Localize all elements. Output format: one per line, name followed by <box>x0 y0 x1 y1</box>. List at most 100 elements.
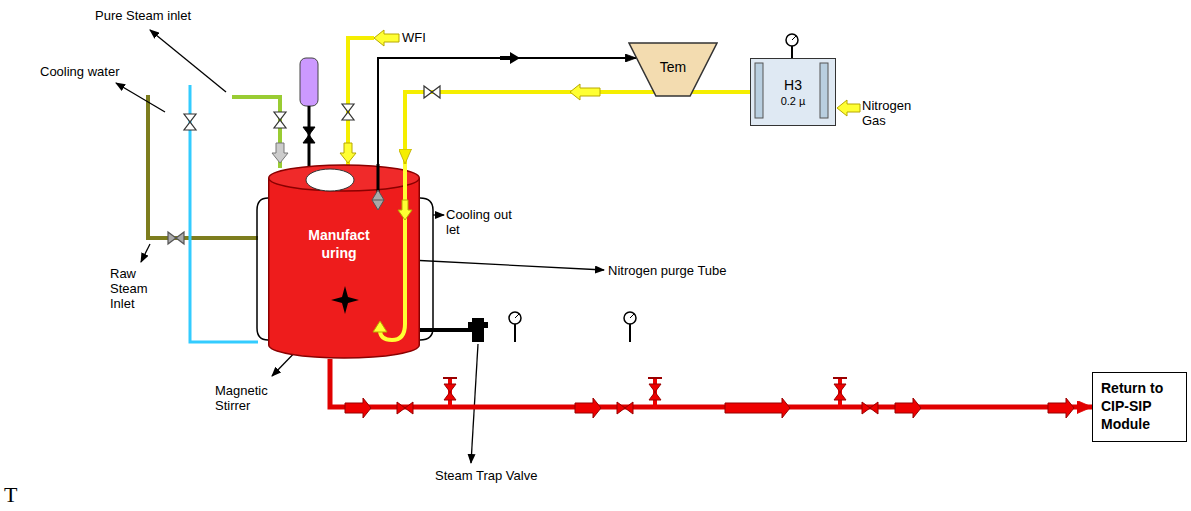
flow-arrow-part <box>500 52 520 64</box>
pressure-gauge-part <box>515 314 519 318</box>
raw-steam-pipe-part <box>148 95 258 238</box>
manufacturing-vessel-outline-part <box>373 321 387 332</box>
red-flow-arrow-part <box>1048 398 1074 418</box>
vessel-jacket-part <box>257 198 268 340</box>
drain-branch-part <box>444 384 456 400</box>
wfi-pipe-part <box>374 30 399 46</box>
flow-arrow-part <box>340 143 356 163</box>
pressure-gauge-part <box>629 324 631 342</box>
manufacturing-vessel-outline-part <box>331 286 359 314</box>
part-label: Steam Trap Valve <box>435 468 537 483</box>
drain-branch-part <box>648 377 662 379</box>
return-pipe <box>330 359 1092 407</box>
manufacturing-vessel-outline-part <box>269 178 420 358</box>
valve-symbol-part <box>184 114 196 130</box>
raw-steam-pipe <box>148 95 258 238</box>
manufacturing-vessel: Manufact uring <box>268 164 420 359</box>
inlet-label-text: Cooling water <box>40 64 120 79</box>
valve-symbol-part <box>303 127 315 143</box>
filter-housing-outline-part <box>755 63 763 118</box>
drain-branch-part <box>649 384 661 400</box>
inlet-label: WFI <box>402 30 426 45</box>
inlet-label: Nitrogen Gas <box>862 98 924 128</box>
red-flow-arrow <box>345 398 1074 418</box>
valve-symbol-part <box>168 232 184 244</box>
pressure-gauge-part <box>786 34 798 46</box>
tank-label: Tem <box>660 59 686 76</box>
steam-trap-part <box>420 328 474 332</box>
part-label-text: Steam Trap Valve <box>435 468 537 483</box>
page-fragment-text: T <box>4 484 17 506</box>
pure-steam-pipe-part <box>232 97 280 168</box>
leader-line-part <box>471 344 478 463</box>
vent-line <box>378 58 636 164</box>
cooling-water-pipe-part <box>190 85 258 342</box>
manufacturing-vessel-outline-part <box>372 200 384 201</box>
outlet-label-text: Cooling out let <box>446 207 521 237</box>
stirrer-drive <box>300 58 318 168</box>
red-valve-symbol-part <box>617 402 633 414</box>
red-flow-arrow-part <box>725 398 790 418</box>
vessel-jacket-part <box>420 198 433 340</box>
filter-housing: H30.2 µ <box>750 58 836 126</box>
leader-line-part <box>410 260 604 270</box>
tank-trapezoid-outline-part <box>629 43 717 96</box>
wfi-pipe <box>348 30 399 168</box>
leader-line-part <box>116 83 165 112</box>
inlet-label-text: WFI <box>402 30 426 45</box>
leader-line <box>116 30 604 463</box>
inlet-label: Pure Steam inlet <box>95 8 191 23</box>
steam-trap-part <box>468 322 488 328</box>
manufacturing-vessel-outline-part <box>269 165 420 191</box>
inlet-label: Raw Steam Inlet <box>110 266 155 311</box>
valve-symbol-part <box>274 112 286 128</box>
return-box: Return to CIP-SIP Module <box>1092 372 1187 442</box>
red-flow-arrow-part <box>345 398 371 418</box>
red-valve-symbol-part <box>862 402 878 414</box>
flow-arrow-part <box>570 84 600 100</box>
drain-branch-part <box>443 377 457 379</box>
pressure-gauge-part <box>792 36 796 40</box>
steam-trap-part <box>472 318 484 342</box>
part-label-text: Nitrogen purge Tube <box>608 263 727 278</box>
pressure-gauge-part <box>624 312 636 324</box>
drain-branch-part <box>834 384 846 400</box>
steam-trap <box>420 318 488 342</box>
pressure-gauge <box>509 34 798 342</box>
flow-arrow <box>272 52 600 163</box>
page-fragment: T <box>4 484 17 506</box>
manufacturing-vessel-outline-part <box>372 190 384 210</box>
red-valve-symbol-part <box>397 402 413 414</box>
filter-housing-outline-part <box>820 63 828 118</box>
filter-rating: 0.2 µ <box>781 94 806 109</box>
vessel-label: Manufact uring <box>299 226 379 262</box>
flow-arrow-part <box>272 143 288 163</box>
leader-line-part <box>141 244 150 262</box>
inlet-label-text: Raw Steam Inlet <box>110 266 155 311</box>
red-valve-symbol <box>397 402 878 414</box>
cooling-water-pipe <box>190 85 258 342</box>
stirrer-drive-part <box>300 58 318 106</box>
inlet-label: Cooling water <box>40 64 120 79</box>
part-label: Nitrogen purge Tube <box>608 263 727 278</box>
return-label: Return to CIP-SIP Module <box>1101 379 1178 433</box>
filter-name: H3 <box>784 76 802 94</box>
nitrogen-line <box>405 92 750 164</box>
manufacturing-vessel-outline-part <box>380 164 405 340</box>
red-flow-arrow-part <box>575 398 601 418</box>
inlet-label-text: Nitrogen Gas <box>862 98 924 128</box>
inlet-label-text: Pure Steam inlet <box>95 8 191 23</box>
leader-line-part <box>433 214 444 215</box>
red-flow-arrow-part <box>895 398 921 418</box>
manufacturing-vessel-outline-part <box>306 169 354 191</box>
nitrogen-inlet-arrow-part <box>837 100 860 116</box>
nitrogen-inlet-arrow <box>837 100 860 116</box>
part-label: Magnetic Stirrer <box>215 383 277 413</box>
drain-branch-part <box>833 377 847 379</box>
leader-line-part <box>150 30 226 92</box>
manufacturing-vessel-outline <box>268 164 420 359</box>
